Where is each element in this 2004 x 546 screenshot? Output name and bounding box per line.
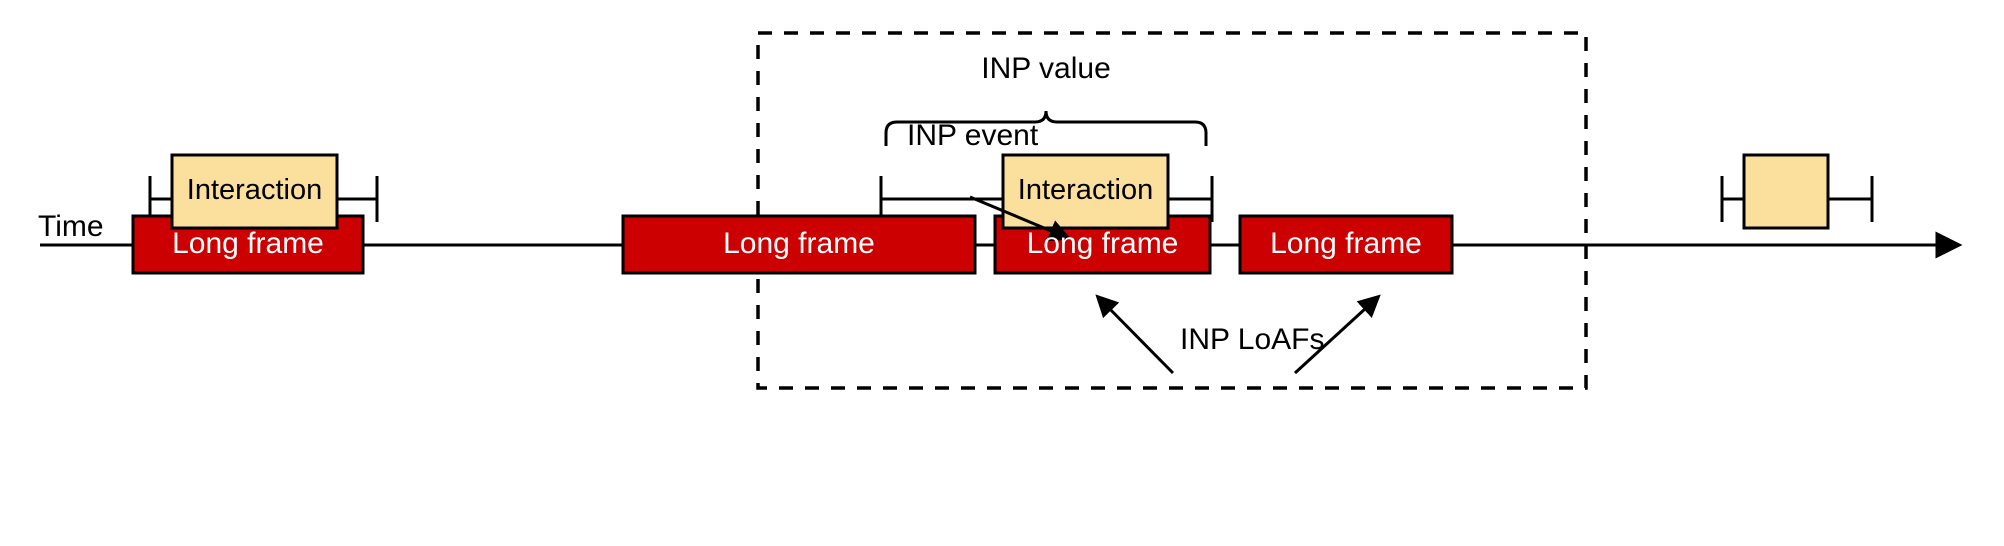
interaction-bar — [1001, 153, 1170, 230]
group-3-whiskers — [1720, 176, 1874, 222]
long-frame-label: Long frame — [172, 227, 324, 260]
inp-loafs-arrow-right — [1293, 294, 1381, 375]
inp-group-dashed-box — [756, 31, 1588, 390]
time-axis-label: Time — [38, 210, 104, 243]
interaction-bar — [1742, 153, 1830, 230]
group-1-whiskers — [148, 176, 379, 222]
long-frame-bar — [1238, 214, 1454, 275]
inp-loafs-annotation: INP LoAFs — [1180, 323, 1325, 356]
group-2-whiskers — [879, 176, 1214, 222]
interaction-bar — [170, 153, 339, 230]
long-frame-label: Long frame — [1026, 227, 1179, 260]
inp-loafs-arrow-left — [1095, 294, 1175, 375]
long-frame-label: Long frame — [1270, 227, 1422, 260]
interaction-label: Interaction — [1017, 174, 1154, 206]
inp-value-annotation: INP value — [981, 52, 1111, 85]
inp-value-brace — [884, 110, 1208, 146]
inp-event-annotation: INP event — [907, 119, 1039, 152]
long-frame-label: Long frame — [723, 227, 875, 260]
long-frame-bar — [621, 214, 977, 275]
interaction-label: Interaction — [186, 174, 323, 206]
inp-event-arrow — [969, 195, 1072, 242]
